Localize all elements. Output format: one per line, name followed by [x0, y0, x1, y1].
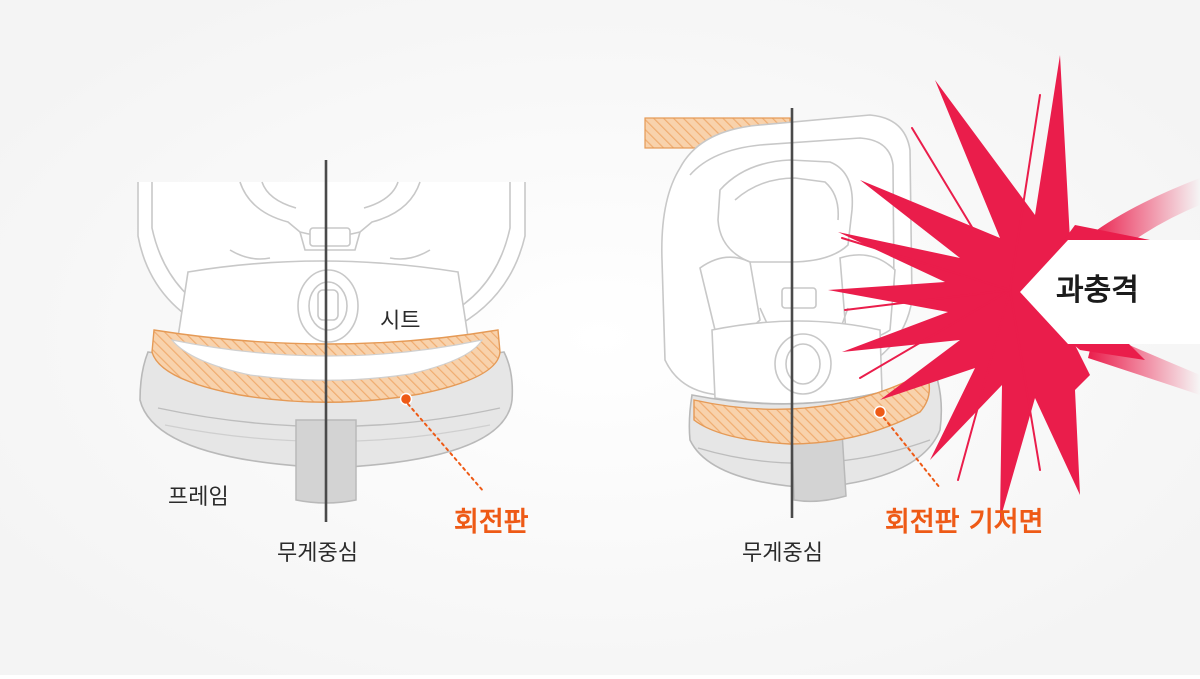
- left-cog-label: 무게중심: [277, 541, 358, 566]
- impact-arrow-notch: [1020, 240, 1200, 344]
- right-plate-leader: [883, 417, 941, 489]
- frame-label: 프레임: [168, 485, 229, 510]
- left-seat-shell: [137, 181, 526, 360]
- impact-starburst: [828, 55, 1090, 520]
- impact-label: 과충격: [1056, 273, 1139, 308]
- right-cog-label: 무게중심: [742, 541, 823, 566]
- rotating-plate-label: 회전판: [454, 507, 529, 538]
- right-frame-foot: [791, 431, 847, 503]
- impact-spikes: [841, 94, 1041, 481]
- plate-base-label: 회전판 기저면: [885, 507, 1044, 538]
- right-car-seat: [644, 108, 943, 518]
- left-plate-marker: [399, 392, 413, 406]
- right-plate-marker: [873, 405, 887, 419]
- right-rotating-plate: [693, 371, 931, 445]
- left-plate-leader: [407, 403, 485, 493]
- right-seat-shell: [661, 114, 913, 405]
- impact-burst: [828, 55, 1200, 520]
- left-car-seat: [137, 160, 526, 522]
- seat-label: 시트: [380, 309, 421, 334]
